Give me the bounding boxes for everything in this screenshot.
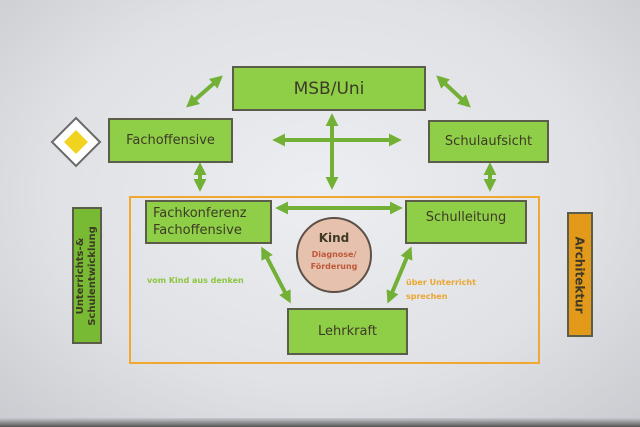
fachkonferenz-line1: Fachkonferenz bbox=[153, 206, 247, 221]
kind-sub2: Förderung bbox=[310, 262, 358, 271]
side-unterrichtsentwicklung: Unterrichts-& Schulentwicklung bbox=[72, 207, 102, 344]
note-vom-kind: vom Kind aus denken bbox=[147, 276, 244, 285]
side-right-label: Architektur bbox=[573, 235, 587, 314]
side-architektur: Architektur bbox=[567, 212, 593, 337]
node-schulaufsicht: Schulaufsicht bbox=[428, 120, 549, 163]
fachkonferenz-line2: Fachoffensive bbox=[153, 223, 242, 238]
side-left-line2: Schulentwicklung bbox=[87, 225, 99, 326]
side-left-line1: Unterrichts-& bbox=[75, 237, 87, 314]
arrow-msb-schulaufsicht bbox=[436, 75, 471, 108]
school-frame bbox=[129, 196, 540, 364]
node-schulleitung: Schulleitung bbox=[405, 200, 527, 244]
node-fachkonferenz: Fachkonferenz Fachoffensive bbox=[145, 200, 272, 244]
node-msb-uni: MSB/Uni bbox=[232, 66, 426, 111]
arrow-schulleitung-lehrkraft bbox=[386, 246, 413, 304]
arrow-fachoffensive-msb bbox=[186, 75, 223, 108]
note-line2: sprechen bbox=[406, 292, 448, 301]
node-lehrkraft: Lehrkraft bbox=[287, 308, 408, 355]
note-line1: über Unterricht bbox=[406, 278, 476, 287]
note-ueber-unterricht: über Unterricht sprechen bbox=[406, 276, 476, 304]
bottom-shadow bbox=[0, 418, 640, 427]
priority-road-sign-icon bbox=[50, 116, 102, 168]
kind-sub1: Diagnose/ bbox=[311, 250, 357, 259]
arrow-fachkonferenz-lehrkraft bbox=[261, 246, 291, 304]
node-fachoffensive: Fachoffensive bbox=[108, 118, 233, 163]
node-kind: Kind Diagnose/ Förderung bbox=[296, 217, 372, 293]
kind-title: Kind bbox=[318, 231, 350, 245]
